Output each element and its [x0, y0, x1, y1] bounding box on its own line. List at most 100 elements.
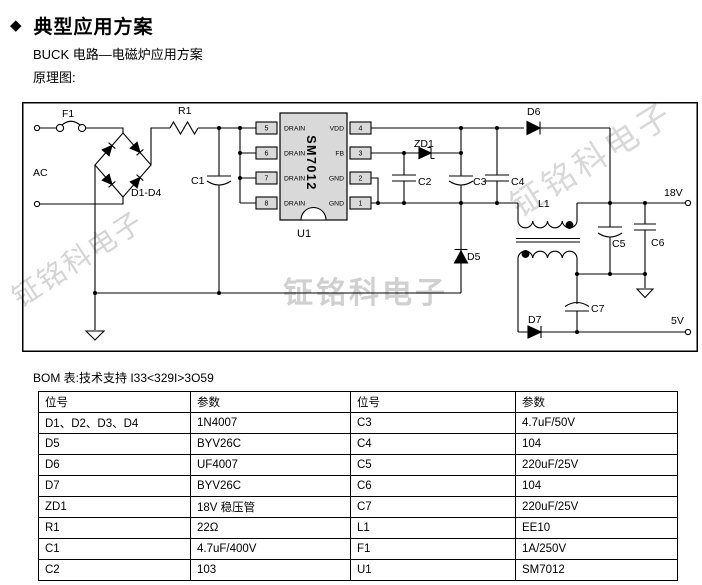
- bom-cell: 4.7uF/400V: [190, 538, 351, 560]
- ac-terminal-top: [33, 124, 41, 132]
- bom-cell: 1A/250V: [515, 538, 678, 560]
- ic-pin-label-gnd: GND: [329, 201, 344, 208]
- ic-notch: [300, 206, 327, 221]
- diode-d7: [527, 325, 543, 339]
- pin-number: 4: [359, 126, 363, 133]
- capacitor-c3: [448, 128, 474, 203]
- terminal-5v: [684, 328, 692, 336]
- label-c1: C1: [191, 175, 205, 187]
- bom-cell: C4: [350, 433, 516, 455]
- bom-caption: BOM 表:技术支持 I33<329I>3O59: [33, 371, 214, 385]
- label-ac: AC: [33, 167, 48, 179]
- bom-cell: C3: [350, 412, 516, 434]
- diode-d5: [453, 248, 469, 264]
- pin-number: 1: [359, 201, 363, 208]
- label-c6: C6: [651, 237, 665, 249]
- bom-cell: 220uF/25V: [515, 454, 678, 476]
- label-zd1: ZD1: [414, 138, 434, 150]
- label-d7: D7: [528, 314, 542, 326]
- bom-cell: 18V 稳压管: [190, 496, 351, 518]
- label-c3: C3: [473, 176, 487, 188]
- bom-cell: D5: [38, 433, 191, 455]
- label-d6: D6: [527, 106, 541, 118]
- application-subtitle: BUCK 电路—电磁炉应用方案: [33, 47, 203, 62]
- ground-symbol-left: [84, 330, 106, 341]
- ic-pin-label-gnd: GND: [329, 176, 344, 183]
- page-title: 典型应用方案: [33, 17, 154, 38]
- bom-cell: F1: [350, 538, 516, 560]
- pin-number: 3: [359, 151, 363, 158]
- label-d5: D5: [467, 251, 481, 263]
- junction-dots: [93, 126, 647, 334]
- bom-cell: 1N4007: [190, 412, 351, 434]
- capacitor-c6: [634, 203, 656, 274]
- bom-cell: 103: [190, 559, 351, 581]
- ic-pin-label-fb: FB: [335, 151, 344, 158]
- section-title-row: ◆ 典型应用方案: [10, 12, 154, 39]
- bom-cell: U1: [350, 559, 516, 581]
- label-r1: R1: [178, 105, 192, 117]
- bom-cell: UF4007: [190, 454, 351, 476]
- label-18v: 18V: [664, 187, 683, 199]
- bom-cell: D7: [38, 475, 191, 497]
- schematic-caption: 原理图:: [33, 70, 76, 85]
- ic-pin-label-drain: DRAIN: [284, 126, 305, 133]
- schematic-frame: [22, 102, 698, 352]
- capacitor-c1: [206, 128, 232, 293]
- capacitor-c5: [597, 203, 623, 274]
- bom-cell: D1、D2、D3、D4: [38, 412, 191, 434]
- bom-cell: 4.7uF/50V: [515, 412, 678, 434]
- bom-header-row: 位号参数位号参数: [38, 391, 678, 413]
- label-5v: 5V: [671, 315, 684, 327]
- label-l1: L1: [538, 198, 550, 210]
- label-c4: C4: [511, 176, 525, 188]
- bom-cell: 104: [515, 475, 678, 497]
- bom-table-head: 位号参数位号参数: [38, 391, 678, 413]
- bom-cell: D6: [38, 454, 191, 476]
- pin-number: 7: [265, 176, 269, 183]
- bom-cell: 104: [515, 433, 678, 455]
- diamond-bullet-icon: ◆: [10, 17, 22, 34]
- bom-cell: C6: [350, 475, 516, 497]
- ic-pin-label-drain: DRAIN: [284, 201, 305, 208]
- label-c7: C7: [591, 303, 605, 315]
- bom-header-cell: 参数: [190, 391, 351, 413]
- bom-cell: C7: [350, 496, 516, 518]
- pin-number: 5: [265, 126, 269, 133]
- capacitor-c2: [392, 153, 416, 203]
- capacitor-c7: [564, 274, 590, 332]
- ic-pin-label-drain: DRAIN: [284, 176, 305, 183]
- pin-number: 8: [265, 201, 269, 208]
- bom-cell: ZD1: [38, 496, 191, 518]
- resistor-symbol: [169, 120, 199, 136]
- bom-header-cell: 位号: [38, 391, 191, 413]
- ic-pin-label-drain: DRAIN: [284, 151, 305, 158]
- label-c5: C5: [612, 238, 626, 250]
- bom-header-cell: 位号: [350, 391, 516, 413]
- bom-cell: 220uF/25V: [515, 496, 678, 518]
- terminal-18v: [684, 199, 692, 207]
- bom-header-cell: 参数: [515, 391, 678, 413]
- ground-symbol-right: [635, 288, 655, 299]
- bom-cell: L1: [350, 517, 516, 539]
- ic-sm7012: [255, 112, 372, 221]
- pin-number: 6: [265, 151, 269, 158]
- capacitor-c4: [485, 128, 509, 203]
- bom-cell: C5: [350, 454, 516, 476]
- bom-cell: R1: [38, 517, 191, 539]
- bom-cell: BYV26C: [190, 475, 351, 497]
- bom-cell: 22Ω: [190, 517, 351, 539]
- ac-terminal-bottom: [33, 200, 41, 208]
- bom-cell: BYV26C: [190, 433, 351, 455]
- bom-cell: EE10: [515, 517, 678, 539]
- ic-part-number: SM7012: [304, 135, 318, 191]
